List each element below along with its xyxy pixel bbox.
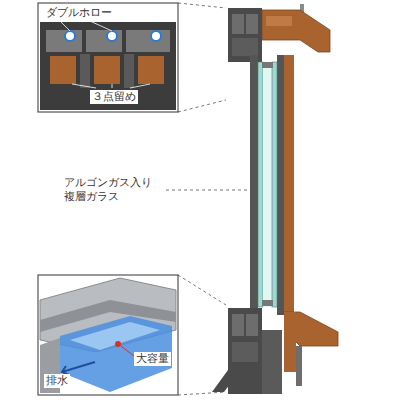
frame-section-part xyxy=(272,62,277,307)
double-hollow-inset-part xyxy=(86,30,122,52)
drainage-inset-part xyxy=(38,275,178,395)
drainage-inset-part xyxy=(121,346,134,356)
guide-lines-part xyxy=(178,392,226,395)
guide-lines-part xyxy=(166,190,254,191)
double-hollow-inset-part-part xyxy=(72,84,96,88)
double-hollow-inset-part-part xyxy=(130,84,150,88)
drainage-inset-part xyxy=(70,322,160,350)
part-label: 大容量 xyxy=(134,352,171,366)
frame-section-part xyxy=(228,8,262,62)
frame-section-part xyxy=(262,62,273,68)
part-label: ３点留め xyxy=(90,90,138,104)
double-hollow-inset-part xyxy=(138,56,164,84)
frame-section-part xyxy=(262,330,282,394)
drainage-inset xyxy=(38,275,178,395)
double-hollow-inset-part xyxy=(40,22,176,110)
guide-lines-part xyxy=(178,100,226,112)
frame-section-part xyxy=(246,14,258,34)
frame-section-part xyxy=(262,300,273,306)
frame-section-part xyxy=(277,55,284,315)
frame-section-part xyxy=(258,62,263,307)
drainage-inset-part xyxy=(60,316,172,392)
double-hollow-inset-part-part xyxy=(112,84,113,88)
double-hollow-inset xyxy=(38,3,178,112)
frame-section-part xyxy=(250,55,258,315)
frame-section-part xyxy=(232,38,258,56)
frame-section-part xyxy=(232,314,244,336)
frame-section-part xyxy=(284,55,294,315)
frame-section-part xyxy=(232,342,258,362)
guide-lines-part xyxy=(178,3,226,8)
double-hollow-inset-part xyxy=(151,31,161,41)
part-label: 排水 xyxy=(44,374,70,388)
part-label: ダブルホロー xyxy=(44,6,114,20)
double-hollow-inset-part xyxy=(65,31,75,41)
frame-section-part xyxy=(212,370,236,392)
double-hollow-inset-part xyxy=(50,56,76,84)
double-hollow-inset-part xyxy=(126,30,170,52)
double-hollow-inset-part xyxy=(124,54,134,88)
frame-section-part xyxy=(284,312,296,372)
double-hollow-inset-part xyxy=(80,54,90,88)
double-hollow-inset-part xyxy=(46,30,82,52)
part-label: アルゴンガス入り 複層ガラス xyxy=(62,176,166,204)
frame-section-part xyxy=(263,62,272,307)
double-hollow-inset-part xyxy=(60,21,150,88)
double-hollow-inset-part-part xyxy=(60,21,70,31)
frame-section-part xyxy=(228,308,262,394)
double-hollow-inset-part xyxy=(38,3,178,112)
guide-lines-part xyxy=(178,275,226,305)
double-hollow-inset-part xyxy=(107,31,117,41)
double-hollow-inset-part-part xyxy=(90,21,112,31)
frame-section-part xyxy=(246,314,258,336)
drainage-inset-part xyxy=(115,341,121,347)
frame-section-part xyxy=(232,14,244,34)
frame-section-part xyxy=(262,10,330,52)
frame-section xyxy=(212,4,338,394)
frame-section-part xyxy=(266,16,292,26)
frame-section-part xyxy=(296,346,302,386)
double-hollow-inset-part xyxy=(94,56,120,84)
